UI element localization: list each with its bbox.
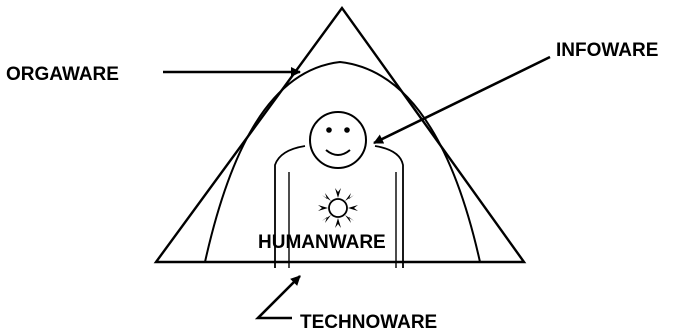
technoware-arrow	[258, 276, 300, 318]
body-inner-lines	[289, 172, 396, 268]
orgaware-label: ORGAWARE	[6, 64, 119, 85]
technoware-label: TECHNOWARE	[300, 312, 437, 330]
infoware-label: INFOWARE	[556, 40, 658, 61]
sun-icon	[318, 188, 358, 228]
head-icon	[310, 112, 366, 168]
humanware-label: HUMANWARE	[258, 232, 386, 253]
infoware-arrow	[374, 57, 550, 143]
left-eye-icon	[326, 127, 332, 133]
right-eye-icon	[344, 127, 350, 133]
